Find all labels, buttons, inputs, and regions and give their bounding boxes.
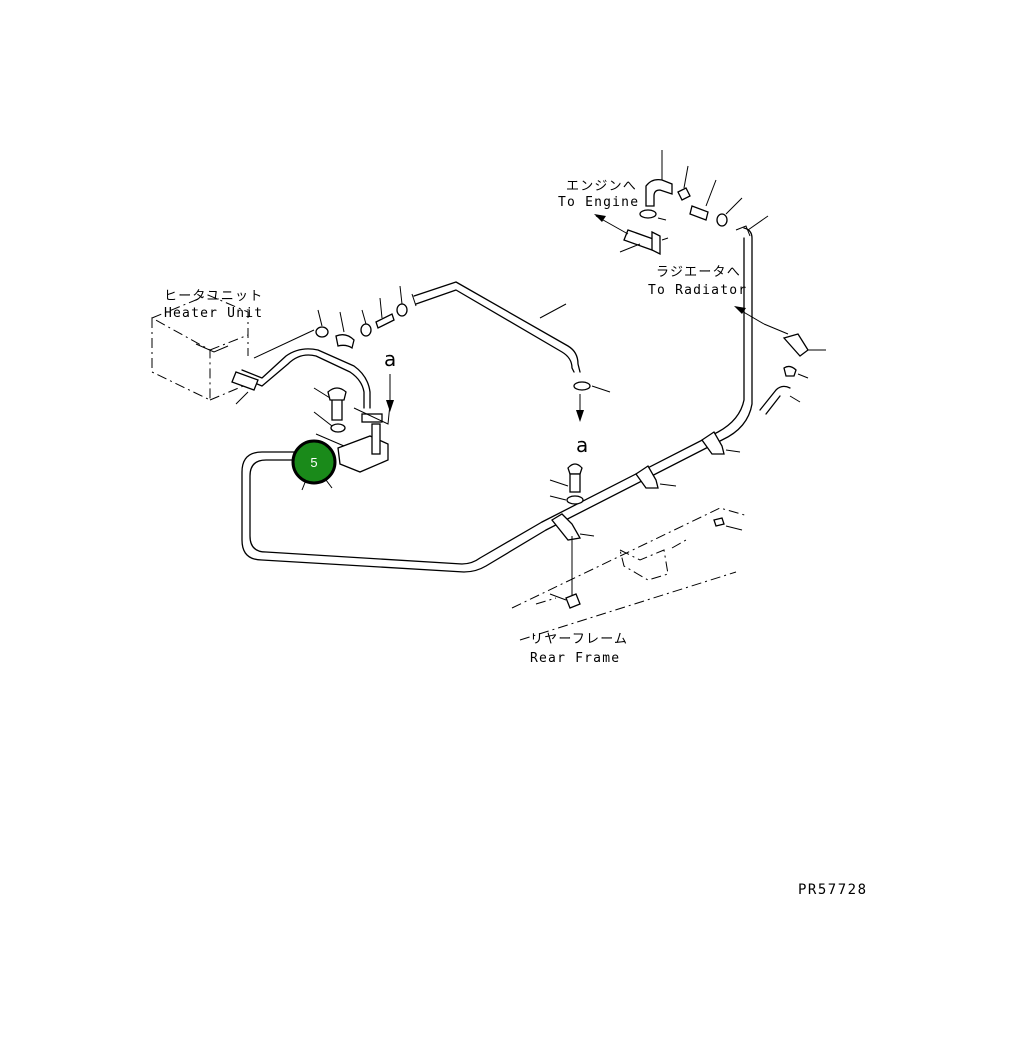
callout-5[interactable]: 5 bbox=[291, 439, 337, 485]
callout-leader-2 bbox=[325, 479, 333, 489]
callout-number: 5 bbox=[310, 455, 317, 470]
radiator-fittings bbox=[734, 306, 826, 415]
heater-hose bbox=[231, 329, 371, 409]
right-bolt: a bbox=[549, 381, 611, 609]
pipe-clamps bbox=[551, 431, 741, 541]
label-heater-en: Heater Unit bbox=[164, 306, 263, 321]
heater-unit-outline bbox=[151, 294, 249, 401]
mark-a-left: a bbox=[384, 347, 396, 371]
label-engine-jp: エンジンへ bbox=[566, 179, 637, 194]
left-bracket bbox=[313, 387, 391, 473]
label-frame-jp: リヤーフレーム bbox=[530, 632, 628, 647]
label-frame-en: Rear Frame bbox=[530, 651, 620, 666]
mark-a-right: a bbox=[576, 433, 588, 457]
heater-fittings bbox=[315, 285, 408, 350]
label-engine-en: To Engine bbox=[558, 195, 639, 210]
callout-leader-1 bbox=[301, 479, 307, 491]
engine-fittings bbox=[594, 150, 769, 256]
label-radiator-jp: ラジエータへ bbox=[656, 265, 741, 280]
loop-pipe bbox=[241, 451, 547, 573]
label-heater-jp: ヒータユニット bbox=[164, 289, 263, 304]
drawing-reference: PR57728 bbox=[798, 882, 868, 898]
label-radiator-en: To Radiator bbox=[648, 283, 747, 298]
upper-tube bbox=[411, 281, 581, 373]
arrow-a-left: a bbox=[384, 347, 396, 412]
rear-frame-outline bbox=[511, 507, 749, 641]
